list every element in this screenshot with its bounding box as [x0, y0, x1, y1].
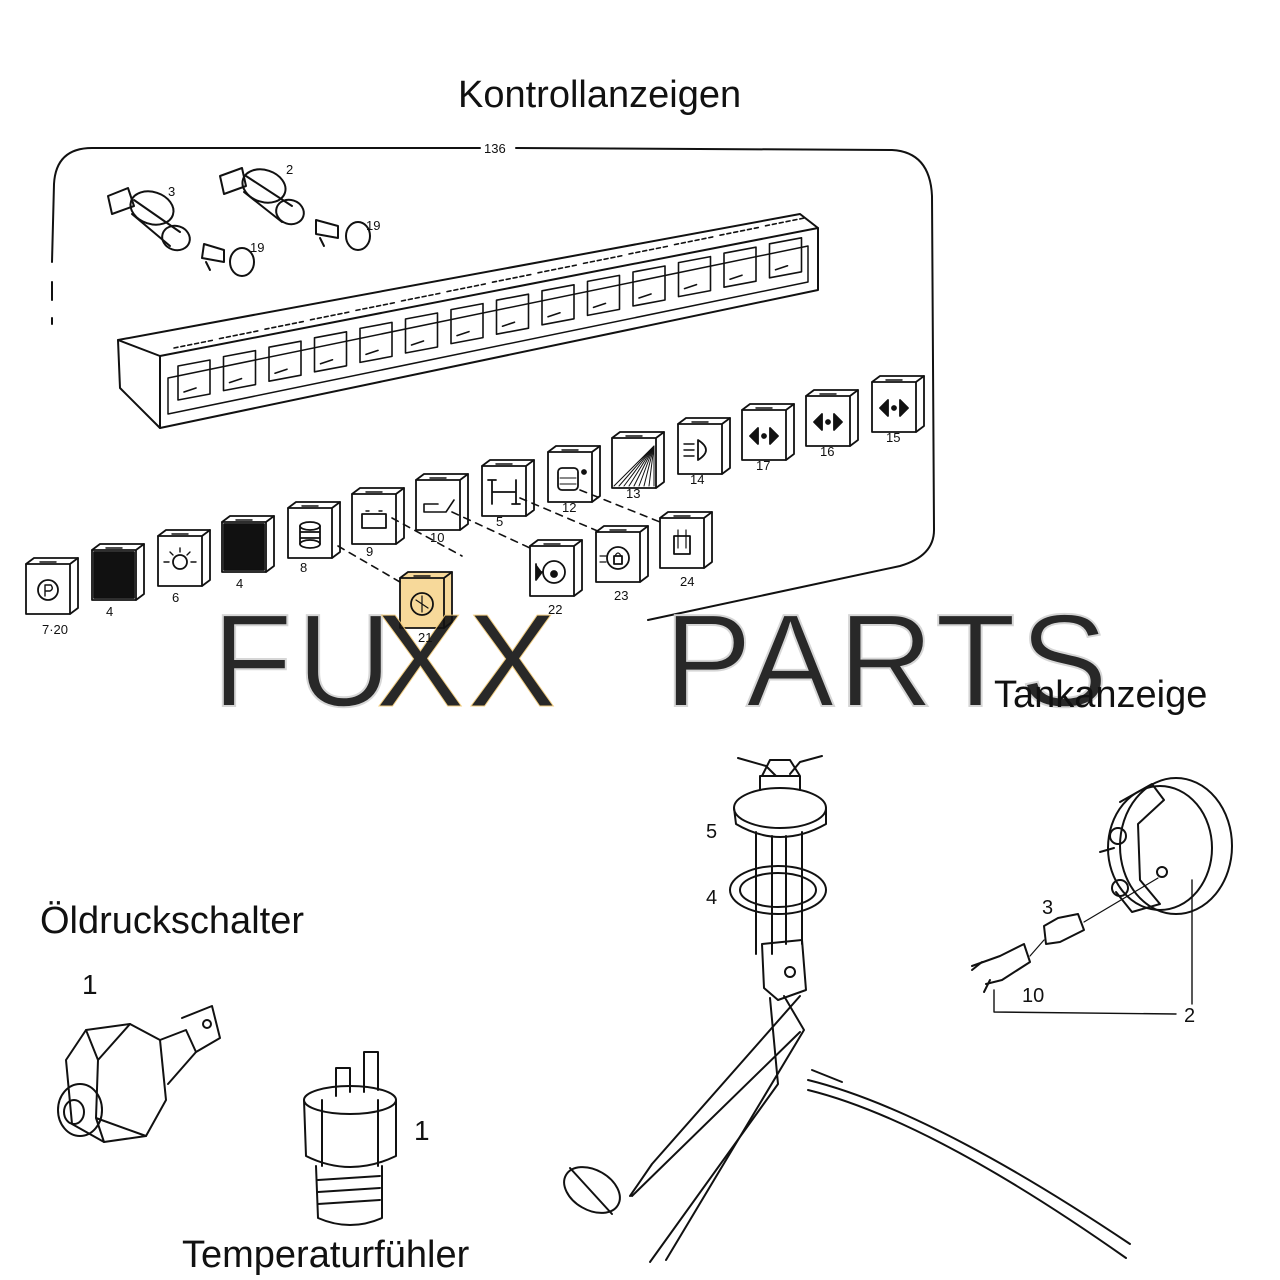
- callout-panel-136: 136: [484, 141, 506, 156]
- indicator-caps: [25, 375, 925, 629]
- indicator-cap-arrows2-icon: [805, 389, 859, 447]
- watermark-fu: FU: [212, 587, 396, 734]
- strip-window: [450, 302, 484, 345]
- callout-labels: 136 3 2 19 19 7·20 4 6 4 8 9 10 5 12 13 …: [42, 141, 1195, 1146]
- strip-window: [222, 349, 257, 392]
- strip-window-clip: [719, 226, 761, 236]
- indicator-cap-black-icon: [221, 515, 275, 573]
- watermark-parts: PARTS: [664, 587, 1112, 734]
- cap-leader-lines: [337, 489, 661, 583]
- indicator-cap-axle-icon: [481, 459, 535, 517]
- strip-window-clip: [309, 311, 352, 321]
- callout-tank-5: 5: [706, 821, 717, 843]
- strip-window: [632, 265, 666, 307]
- callout-ind-21: 21: [418, 630, 432, 645]
- strip-window-clip: [537, 264, 579, 274]
- callout-ind-5: 5: [496, 514, 503, 529]
- strip-window-clip: [264, 320, 306, 330]
- tank-sender: [563, 755, 1131, 1263]
- strip-window: [495, 293, 530, 335]
- callout-ind-9: 9: [366, 544, 373, 559]
- indicator-cap-black-icon: [91, 543, 145, 601]
- callout-ind-13: 13: [626, 486, 640, 501]
- strip-window: [177, 359, 211, 401]
- strip-window-clip: [491, 273, 534, 283]
- callout-gauge-3: 3: [1042, 897, 1053, 919]
- strip-window-clip: [764, 217, 807, 227]
- callout-ind-8: 8: [300, 560, 307, 575]
- callout-ind-10: 10: [430, 530, 444, 545]
- oil-pressure-switch-title: Öldruckschalter: [40, 900, 304, 942]
- strip-window-clip: [628, 245, 670, 255]
- strip-window: [586, 274, 621, 317]
- indicator-cap-heater-icon: [659, 511, 713, 569]
- strip-window-clip: [673, 235, 716, 246]
- indicator-cap-engine-icon: [529, 539, 583, 597]
- callout-gauge-2: 2: [1184, 1005, 1195, 1027]
- strip-window-clip: [582, 254, 625, 265]
- bulb-holder-2: [219, 167, 305, 226]
- tank-gauge-title: Tankanzeige: [994, 674, 1208, 716]
- callout-temp-1: 1: [414, 1115, 430, 1146]
- indicator-cap-light-icon: [157, 529, 211, 587]
- indicator-cap-yellow-icon: [399, 571, 453, 629]
- watermark: FU XX PARTS: [211, 586, 1112, 735]
- indicator-cap-battery-icon: [351, 487, 405, 545]
- bulb-19a: [201, 243, 255, 277]
- indicators-title: Kontrollanzeigen: [458, 74, 742, 116]
- strip-window: [768, 237, 803, 279]
- callout-ind-22: 22: [548, 602, 562, 617]
- indicator-cap-p-icon: [25, 557, 79, 615]
- callout-ind-17: 17: [756, 458, 770, 473]
- temperature-sensor: [303, 1051, 397, 1226]
- indicator-cap-arrows-icon: [741, 403, 795, 461]
- callout-ind-7-20: 7·20: [42, 622, 68, 637]
- strip-window-clip: [355, 301, 397, 312]
- strip-window: [268, 340, 302, 382]
- strip-window: [359, 321, 393, 364]
- indicator-strip-windows: [173, 217, 807, 401]
- callout-bulb-holder-2: 2: [286, 162, 293, 177]
- strip-window: [313, 331, 348, 373]
- callout-tank-4: 4: [706, 887, 717, 909]
- callout-ind-12: 12: [562, 500, 576, 515]
- callout-ind-16: 16: [820, 444, 834, 459]
- callout-ind-4a: 4: [106, 604, 113, 619]
- strip-window-clip: [173, 339, 215, 349]
- bulb-19b: [315, 219, 371, 251]
- indicator-housing-strip: [117, 213, 819, 429]
- callout-oil-1: 1: [82, 969, 98, 1000]
- callout-ind-23: 23: [614, 588, 628, 603]
- fuel-gauge: [971, 777, 1233, 1015]
- callout-ind-15: 15: [886, 430, 900, 445]
- callout-gauge-10: 10: [1022, 985, 1044, 1007]
- strip-window: [541, 284, 575, 326]
- callout-ind-14: 14: [690, 472, 704, 487]
- temperature-sensor-title: Temperaturfühler: [182, 1234, 470, 1276]
- strip-window-clip: [218, 329, 261, 340]
- bulb-holder-3: [107, 187, 191, 252]
- callout-bulb-19a: 19: [250, 240, 264, 255]
- indicator-cap-hatch-icon: [611, 431, 665, 489]
- indicator-group-outline: [51, 147, 935, 621]
- indicator-cap-beam-icon: [677, 417, 731, 475]
- watermark-xx: XX: [376, 587, 560, 734]
- strip-window: [677, 255, 712, 298]
- indicator-cap-filter-icon: [287, 501, 341, 559]
- callout-ind-4b: 4: [236, 576, 243, 591]
- indicator-cap-arrows3-icon: [871, 375, 925, 433]
- callout-ind-6: 6: [172, 590, 179, 605]
- callout-bulb-19b: 19: [366, 218, 380, 233]
- indicator-cap-lock-icon: [595, 525, 649, 583]
- oil-pressure-switch: [57, 1005, 221, 1143]
- callout-ind-24: 24: [680, 574, 694, 589]
- indicator-cap-fuel-icon: [547, 445, 601, 503]
- strip-window-clip: [400, 292, 443, 302]
- strip-window: [723, 246, 757, 288]
- strip-window-clip: [446, 282, 488, 293]
- callout-bulb-holder-3: 3: [168, 184, 175, 199]
- strip-window: [404, 312, 439, 354]
- indicator-cap-oil-icon: [415, 473, 469, 531]
